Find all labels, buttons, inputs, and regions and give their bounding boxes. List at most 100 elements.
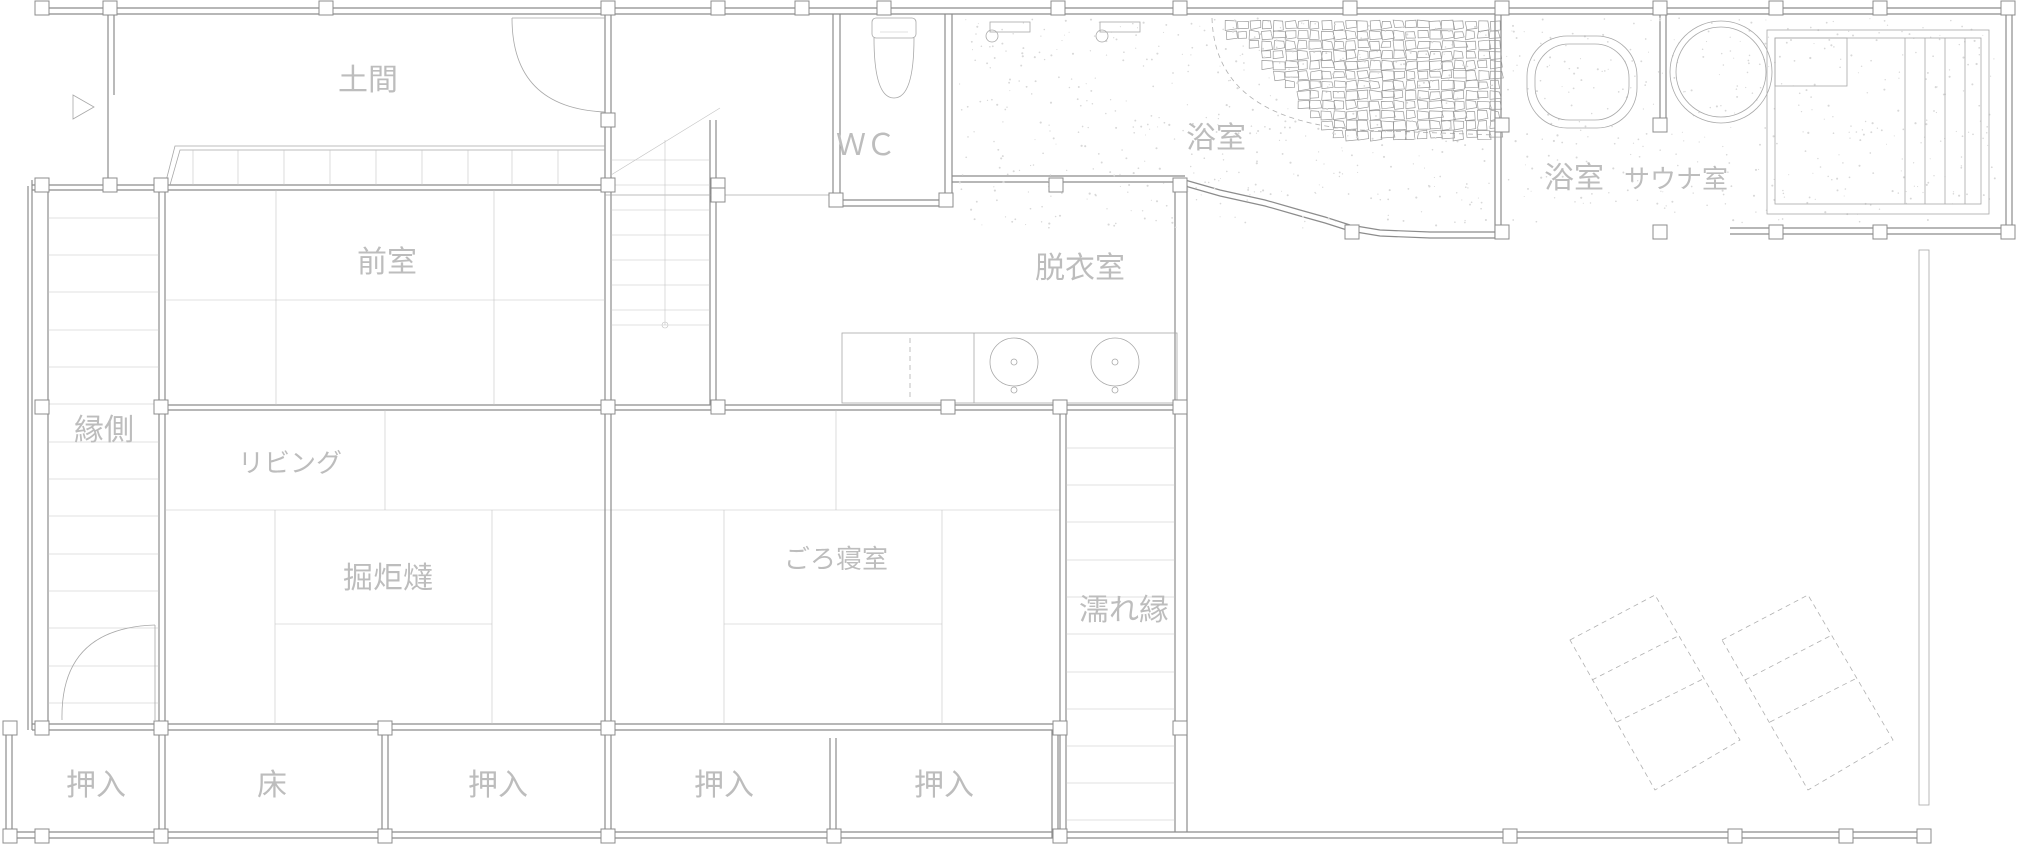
stone-tile [1249, 19, 1262, 30]
gravel-dot [1631, 60, 1634, 62]
gravel-dot [1878, 31, 1880, 34]
post [826, 828, 842, 844]
gravel-dot [974, 59, 977, 62]
stone-tile [1440, 50, 1454, 62]
gravel-dot [1093, 35, 1096, 37]
gravel-dot [1171, 217, 1173, 219]
stone-tile [1381, 110, 1396, 119]
post [1494, 0, 1510, 16]
gravel-dot [1373, 130, 1375, 133]
gravel-dot [1808, 196, 1811, 199]
stone-tile [1405, 49, 1418, 61]
post [1494, 224, 1510, 240]
gravel-dot [1557, 118, 1560, 121]
gravel-dot [1235, 60, 1238, 63]
gravel-dot [1827, 104, 1830, 107]
gravel-dot [1690, 89, 1693, 92]
stone-tile [1309, 29, 1320, 41]
sauna-room [1766, 29, 1990, 215]
stone-tile [1261, 40, 1274, 52]
gravel-dot [1773, 178, 1775, 180]
gravel-dot [1781, 218, 1784, 220]
gravel-dot [1125, 157, 1128, 160]
gravel-dot [1518, 55, 1521, 57]
gravel-dot [1541, 31, 1544, 34]
stone-tile [1465, 29, 1476, 41]
gravel-dot [1253, 191, 1256, 193]
gravel-dot [1371, 137, 1374, 140]
stone-tile [1344, 40, 1357, 51]
gravel-dot [1061, 40, 1063, 42]
stone-tile [1344, 69, 1356, 80]
gravel-dot [1748, 62, 1750, 65]
gravel-dot [1249, 132, 1252, 135]
post [710, 399, 726, 415]
gravel-dot [1630, 87, 1632, 89]
gravel-dot [1933, 175, 1935, 177]
gravel-dot [1337, 91, 1339, 94]
gravel-dot [1490, 135, 1492, 137]
stone-tile [1332, 71, 1346, 79]
stone-tile [1248, 29, 1261, 40]
gravel-dot [1318, 81, 1321, 84]
gravel-dot [1066, 169, 1068, 172]
gravel-dot [1883, 20, 1886, 22]
post [34, 399, 50, 415]
gravel-dot [1718, 74, 1720, 76]
gravel-dot [1544, 97, 1546, 100]
stone-tile [1248, 39, 1260, 49]
gravel-dot [1343, 29, 1346, 32]
stone-tile [1393, 119, 1407, 131]
gravel-dot [1591, 193, 1593, 195]
gravel-dot [1738, 19, 1741, 21]
gravel-dot [1673, 76, 1676, 79]
gravel-dot [1027, 191, 1030, 193]
gravel-dot [1084, 145, 1087, 148]
stone-tile [1345, 99, 1357, 110]
gravel-dot [1729, 36, 1731, 38]
gravel-dot [1483, 160, 1486, 162]
room-label-oshiire-1: 押入 [66, 768, 126, 803]
room-label-sauna: サウナ室 [1624, 165, 1728, 195]
gravel-dot [1332, 132, 1334, 135]
gravel-dot [1382, 155, 1386, 158]
gravel-dot [1938, 38, 1941, 41]
stone-tile [1417, 99, 1429, 110]
gravel-dot [1246, 199, 1248, 201]
gravel-dot [1872, 172, 1875, 175]
gravel-dot [1304, 220, 1306, 223]
gravel-dot [1585, 160, 1588, 163]
gravel-dot [1678, 17, 1680, 20]
gravel-dot [1811, 109, 1813, 111]
gravel-dot [1158, 116, 1160, 119]
gravel-dot [1002, 121, 1004, 123]
gravel-dot [1388, 106, 1391, 109]
room-label-oshiire-2: 押入 [468, 768, 528, 803]
gravel-dot [1121, 149, 1123, 151]
gravel-dot [1587, 38, 1589, 40]
gravel-dot [1071, 52, 1075, 55]
gravel-dot [1317, 127, 1320, 130]
post [1172, 0, 1188, 16]
gravel-dot [1190, 54, 1192, 56]
gravel-dot [1217, 124, 1219, 126]
gravel-dot [1195, 199, 1198, 201]
gravel-dot [1342, 57, 1344, 60]
gravel-dot [1622, 171, 1625, 174]
gravel-dot [1604, 70, 1606, 72]
stone-tile [1261, 59, 1274, 71]
stone-tile [1370, 131, 1383, 142]
toilet-fixture [871, 17, 917, 99]
stone-tile [1333, 41, 1345, 51]
gravel-dot [1540, 176, 1543, 179]
stone-tile [1284, 79, 1295, 89]
stone-tile [1476, 59, 1488, 69]
gravel-dot [1150, 115, 1153, 117]
gravel-dot [1220, 178, 1221, 179]
gravel-dot [1870, 59, 1872, 62]
gravel-dot [1400, 63, 1402, 66]
gravel-dot [1403, 63, 1405, 66]
gravel-dot [1809, 26, 1812, 29]
gravel-dot [1040, 35, 1042, 37]
gravel-dot [1850, 125, 1852, 127]
